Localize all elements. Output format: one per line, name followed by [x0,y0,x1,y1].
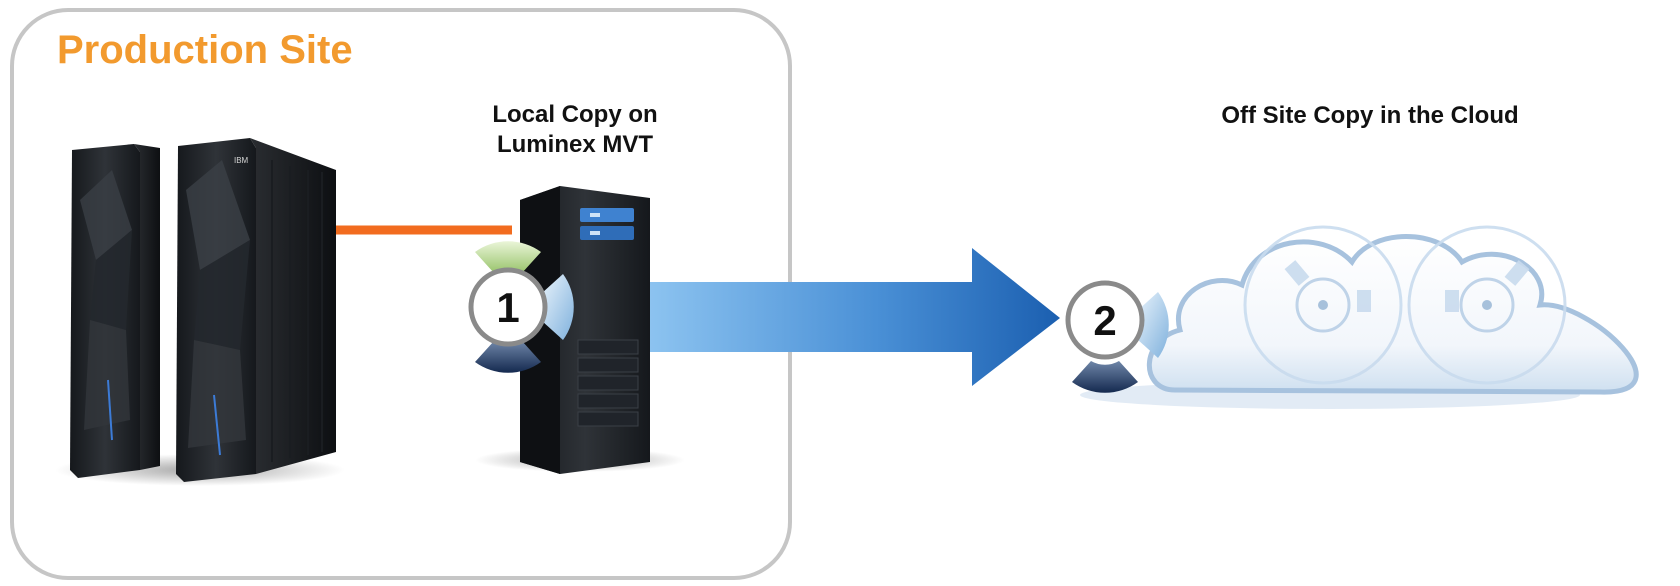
mainframe-badge: IBM [234,156,249,165]
local-copy-label-line2: Luminex MVT [496,131,653,158]
step-2-number: 2 [1093,297,1116,344]
mainframe-icon: IBM [55,138,345,486]
cloud-copy-label: Off Site Copy in the Cloud [1221,102,1519,129]
cloud-icon [1080,225,1639,409]
step-1-badge: 1 [468,241,574,373]
step-2-badge: 2 [1065,280,1169,393]
local-copy-label: Local Copy on Luminex MVT [450,100,700,160]
production-site-title: Production Site [57,28,353,72]
local-copy-label-line1: Local Copy on [492,101,658,128]
tape-reel-right-icon [1407,225,1567,385]
replication-arrow [650,248,1060,386]
tape-reel-left-icon [1243,225,1403,385]
step-1-number: 1 [496,284,519,331]
